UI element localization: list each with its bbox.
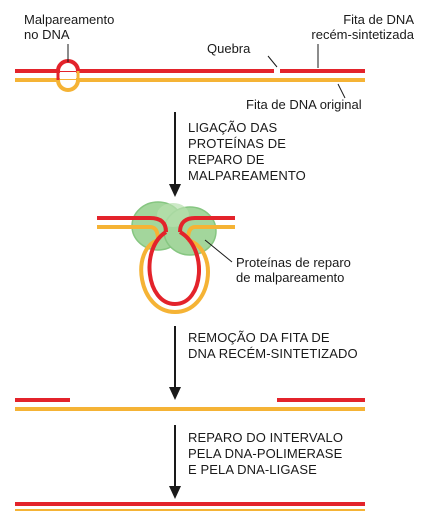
repair-proteins-label: Proteínas de reparo de malpareamento bbox=[236, 255, 351, 285]
arrow-3 bbox=[169, 425, 181, 499]
nick-label: Quebra bbox=[207, 41, 251, 56]
original-strand-label: Fita de DNA original bbox=[246, 97, 362, 112]
dna-loop-new bbox=[147, 230, 201, 307]
stage-2-protein-complex bbox=[97, 201, 235, 315]
new-strand-label: Fita de DNA recém-sintetizada bbox=[311, 12, 414, 42]
arrow-1 bbox=[169, 112, 181, 197]
step-2-removal: REMOÇÃO DA FITA DE DNA RECÉM-SINTETIZADO bbox=[188, 330, 358, 361]
mismatch-bubble-top bbox=[56, 59, 80, 72]
original-strand-pointer bbox=[337, 83, 346, 99]
step-3-gap-repair: REPARO DO INTERVALO PELA DNA-POLIMERASE … bbox=[188, 430, 344, 477]
mismatch-bubble-bottom bbox=[56, 79, 80, 92]
nick-pointer bbox=[267, 55, 278, 68]
proteins-pointer bbox=[204, 239, 233, 263]
step-1-binding: LIGAÇÃO DAS PROTEÍNAS DE REPARO DE MALPA… bbox=[188, 120, 306, 183]
mismatch-label: Malpareamento no DNA bbox=[24, 12, 115, 42]
stage-3-gapped-dna bbox=[15, 398, 365, 411]
arrow-2 bbox=[169, 326, 181, 400]
dna-loop-original bbox=[139, 238, 210, 315]
stage-4-repaired-dna bbox=[15, 502, 365, 511]
stage-1-dna bbox=[15, 44, 365, 99]
